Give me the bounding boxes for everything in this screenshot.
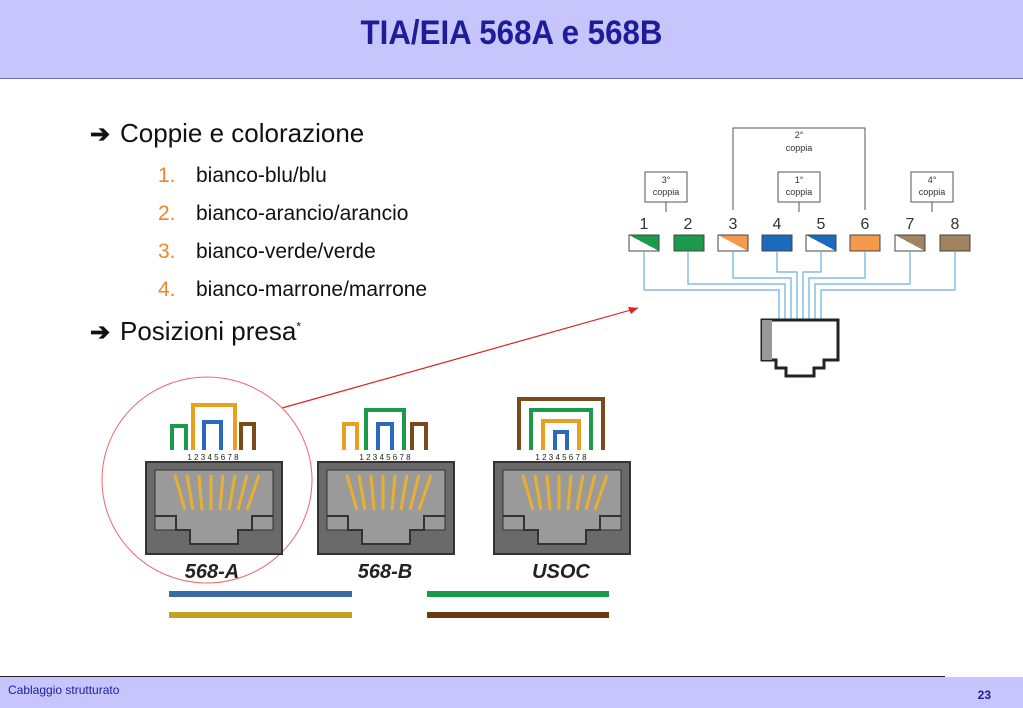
jack-label-568a: 568-A — [185, 561, 239, 583]
pair-item-3: 3.bianco-verde/verde — [158, 240, 376, 263]
page-number: 23 — [977, 688, 991, 702]
swatch-green — [673, 234, 705, 252]
footer-course: Cablaggio strutturato — [8, 683, 120, 697]
jack-pin-numbers: 1 2 3 4 5 6 7 8 — [359, 453, 411, 462]
pin-number: 3 — [729, 216, 738, 233]
swatch-orange — [849, 234, 881, 252]
pin-number: 4 — [773, 216, 782, 233]
pointer-arrowhead — [628, 307, 638, 314]
jack-label-usoc: USOC — [532, 561, 590, 583]
arrow-bullet-icon: ➔ — [90, 121, 111, 148]
swatch-white-brown — [894, 234, 926, 252]
pair-label-4-num: 4° — [928, 175, 937, 185]
jack-568b: 1 2 3 4 5 6 7 8 568-B — [317, 408, 455, 583]
pin-number: 7 — [906, 216, 915, 233]
pin-number: 5 — [817, 216, 826, 233]
pin-number: 8 — [951, 216, 960, 233]
swatch-brown — [939, 234, 971, 252]
footer-divider — [0, 676, 945, 677]
jack-usoc: 1 2 3 4 5 6 7 8 USOC — [493, 397, 631, 583]
bar-brown — [427, 612, 609, 618]
bar-green — [427, 591, 609, 597]
footnote-mark: * — [296, 319, 301, 334]
pin-number: 6 — [861, 216, 870, 233]
bar-gold — [169, 612, 352, 618]
jack-568a: 1 2 3 4 5 6 7 8 568-A — [145, 403, 283, 583]
slide-title: TIA/EIA 568A e 568B — [360, 14, 663, 52]
pair-label-3-num: 3° — [662, 175, 671, 185]
pin-number: 1 — [640, 216, 649, 233]
bullet-posizioni: ➔ Posizioni presa* — [90, 316, 301, 347]
bar-blue — [169, 591, 352, 597]
pair-brackets — [644, 127, 954, 212]
pair-label-3-text: coppia — [653, 187, 680, 197]
jack-pin-numbers: 1 2 3 4 5 6 7 8 — [187, 453, 239, 462]
highlight-circle — [101, 376, 313, 584]
pair-label-4-text: coppia — [919, 187, 946, 197]
wire-color-swatches — [628, 234, 971, 252]
pair-item-2: 2.bianco-arancio/arancio — [158, 202, 409, 225]
jack-pin-numbers: 1 2 3 4 5 6 7 8 — [535, 453, 587, 462]
pair-label-2-text: coppia — [786, 143, 813, 153]
swatch-white-orange — [717, 234, 749, 252]
pair-item-1: 1.bianco-blu/blu — [158, 164, 327, 187]
arrow-bullet-icon: ➔ — [90, 319, 111, 346]
pair-label-2-num: 2° — [795, 130, 804, 140]
bullet-text: Coppie e colorazione — [120, 118, 365, 148]
swatch-white-blue — [805, 234, 837, 252]
pair-label-1-text: coppia — [786, 187, 813, 197]
pair-label-1-num: 1° — [795, 175, 804, 185]
bullet-text: Posizioni presa — [120, 316, 297, 346]
footer-bar — [0, 677, 1023, 708]
bullet-coppie: ➔ Coppie e colorazione — [90, 118, 364, 149]
title-bar — [0, 0, 1023, 79]
jack-shade — [762, 320, 772, 360]
jack-label-568b: 568-B — [358, 561, 412, 583]
jack-outline — [760, 318, 840, 378]
pin-number: 2 — [684, 216, 693, 233]
swatch-blue — [761, 234, 793, 252]
pair-item-4: 4.bianco-marrone/marrone — [158, 278, 428, 301]
wiring-lines — [643, 251, 956, 326]
pointer-line — [281, 307, 639, 409]
swatch-white-green — [628, 234, 660, 252]
